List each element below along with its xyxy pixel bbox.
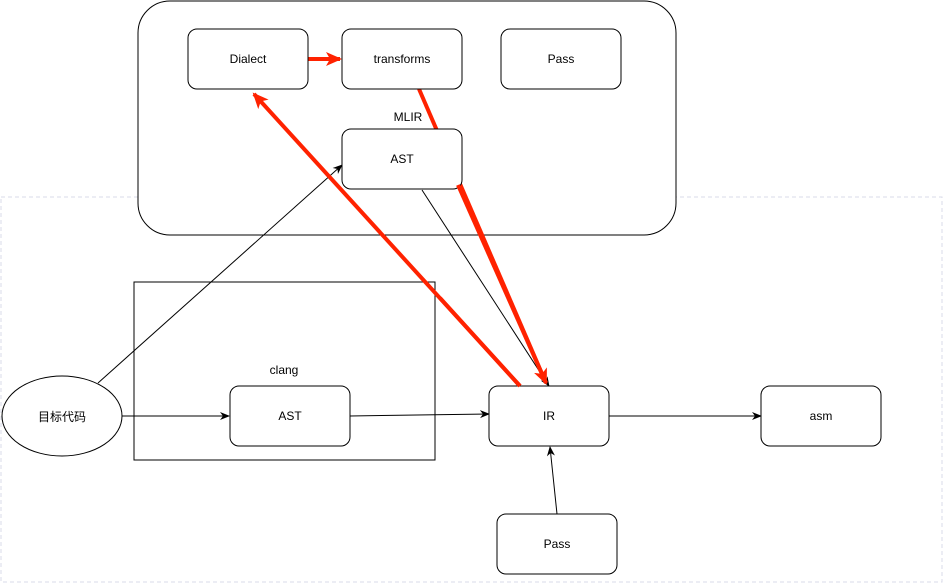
node-transforms-label: transforms [373,52,431,66]
node-dialect[interactable] [187,28,309,90]
node-dialect-label: Dialect [229,52,267,66]
clang-group-label: clang [269,363,299,377]
node-source-label: 目标代码 [37,409,86,424]
edge-pass-to-ir [546,446,558,515]
node-ir-label: IR [543,409,555,423]
node-transforms[interactable] [341,28,463,90]
edge-ast-clang-to-ir [349,410,490,419]
node-ast-mlir[interactable] [341,128,463,190]
node-asm[interactable] [760,385,882,447]
node-ast-mlir-label: AST [390,152,414,166]
node-asm-label: asm [809,409,833,423]
node-pass-top[interactable] [500,28,622,90]
clang-container[interactable] [133,281,436,461]
node-ast-clang[interactable] [229,385,351,447]
node-source[interactable] [1,375,123,457]
node-ast-clang-label: AST [278,409,302,423]
node-pass-bottom[interactable] [496,513,618,575]
node-pass-bottom-label: Pass [543,537,571,551]
edge-transforms-to-ir-overlay [456,184,548,384]
edge-ast-mlir-to-ir [421,189,550,387]
edge-source-to-ast-mlir [97,164,343,384]
mlir-group-label: MLIR [393,110,423,124]
node-pass-top-label: Pass [547,52,575,66]
edge-ir-to-dialect-overlay [438,296,522,388]
node-ir[interactable] [488,385,610,447]
